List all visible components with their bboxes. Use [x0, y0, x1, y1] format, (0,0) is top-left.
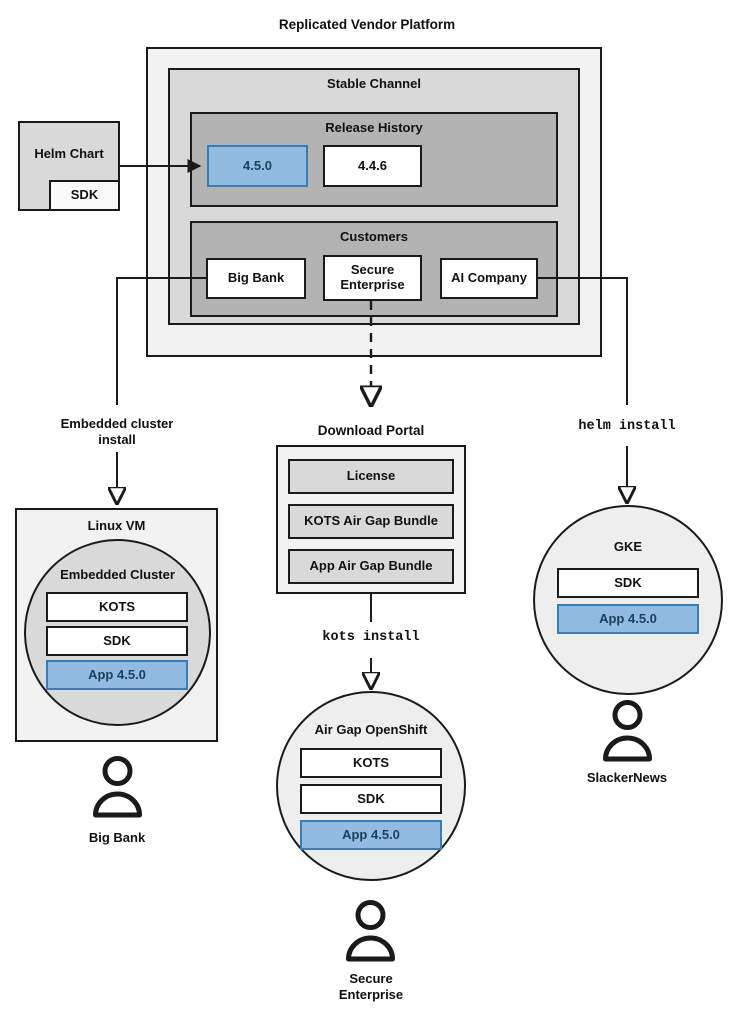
linux-vm-component-sdk[interactable]: SDK: [46, 626, 188, 656]
customer-secure-enterprise[interactable]: Secure Enterprise: [323, 255, 422, 301]
component-label: SDK: [614, 574, 642, 590]
customer-line2: Enterprise: [338, 987, 404, 1003]
linux-vm-component-app[interactable]: App 4.5.0: [46, 660, 188, 690]
component-label: SDK: [357, 790, 385, 806]
customer-label: Secure Enterprise: [340, 262, 405, 292]
gke-label: GKE: [613, 539, 643, 554]
download-portal-artifact-app-air-gap-bundle[interactable]: App Air Gap Bundle: [288, 549, 454, 584]
big-bank-customer-label: Big Bank: [88, 830, 146, 845]
component-label: App 4.5.0: [342, 826, 400, 842]
gke-component-sdk[interactable]: SDK: [557, 568, 699, 598]
release-history-title: Release History: [325, 120, 423, 135]
secure-enterprise-person-icon: [340, 900, 401, 962]
download-portal-artifact-kots-air-gap-bundle[interactable]: KOTS Air Gap Bundle: [288, 504, 454, 539]
gke-component-app[interactable]: App 4.5.0: [557, 604, 699, 634]
helm-chart-label: Helm Chart: [34, 145, 104, 161]
artifact-label: License: [346, 468, 396, 484]
customers-title: Customers: [340, 229, 408, 244]
air-gap-openshift-label: Air Gap OpenShift: [314, 722, 428, 737]
component-label: KOTS: [98, 598, 136, 614]
openshift-component-sdk[interactable]: SDK: [300, 784, 442, 814]
page-title: Replicated Vendor Platform: [278, 17, 456, 32]
component-label: KOTS: [352, 754, 390, 770]
component-label: App 4.5.0: [88, 666, 146, 682]
release-version-4-4-6[interactable]: 4.4.6: [323, 145, 422, 187]
slackernews-customer-label: SlackerNews: [586, 770, 668, 785]
embedded-cluster-install-line2: install: [98, 432, 136, 448]
download-portal-title: Download Portal: [317, 423, 425, 438]
artifact-label: KOTS Air Gap Bundle: [304, 513, 438, 529]
sdk-label: SDK: [70, 187, 99, 203]
component-label: App 4.5.0: [599, 610, 657, 626]
gke-circle: [533, 505, 723, 695]
embedded-cluster-label: Embedded Cluster: [60, 567, 175, 582]
customer-big-bank[interactable]: Big Bank: [206, 258, 306, 299]
linux-vm-component-kots[interactable]: KOTS: [46, 592, 188, 622]
release-version-label: 4.5.0: [243, 157, 272, 173]
openshift-component-kots[interactable]: KOTS: [300, 748, 442, 778]
download-portal-artifact-license[interactable]: License: [288, 459, 454, 494]
helm-chart-sdk-box[interactable]: SDK: [49, 180, 120, 211]
release-version-label: 4.4.6: [358, 157, 387, 173]
customer-ai-company[interactable]: AI Company: [440, 258, 538, 299]
stable-channel-title: Stable Channel: [327, 76, 421, 91]
customer-line1: Secure: [349, 971, 393, 986]
customer-label: Big Bank: [227, 270, 285, 286]
kots-install-label: kots install: [322, 630, 420, 645]
artifact-label: App Air Gap Bundle: [309, 558, 433, 574]
secure-enterprise-customer-label: Secure Enterprise: [291, 971, 451, 1004]
release-version-4-5-0[interactable]: 4.5.0: [207, 145, 308, 187]
linux-vm-label: Linux VM: [87, 518, 146, 533]
embedded-cluster-install-label: Embedded cluster install: [37, 416, 197, 449]
customer-label: AI Company: [451, 270, 527, 286]
embedded-cluster-install-line1: Embedded cluster: [60, 416, 174, 431]
component-label: SDK: [103, 632, 131, 648]
slackernews-person-icon: [597, 700, 658, 762]
helm-install-label: helm install: [578, 419, 676, 434]
big-bank-person-icon: [87, 756, 148, 818]
openshift-component-app[interactable]: App 4.5.0: [300, 820, 442, 850]
